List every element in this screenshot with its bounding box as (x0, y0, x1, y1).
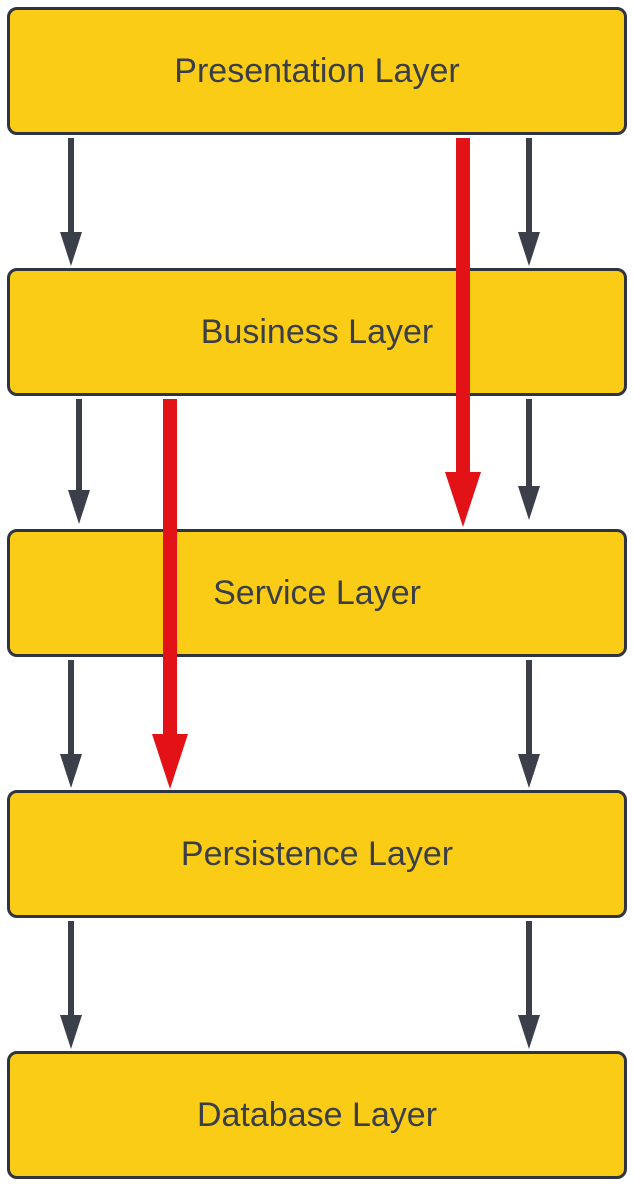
arrow-persistence-to-database-left (60, 921, 82, 1049)
service-layer-label: Service Layer (213, 573, 421, 612)
persistence-layer-label: Persistence Layer (180, 834, 454, 873)
presentation-layer-box: Presentation Layer (7, 7, 627, 135)
arrow-business-to-service-right (518, 399, 540, 520)
arrow-service-to-persistence-right (518, 660, 540, 788)
service-layer-box: Service Layer (7, 529, 627, 657)
arrow-service-to-persistence-left (60, 660, 82, 788)
presentation-layer-label: Presentation Layer (174, 51, 460, 90)
database-layer-box: Database Layer (7, 1051, 627, 1179)
arrow-business-to-service-left (68, 399, 90, 524)
arrow-persistence-to-database-right (518, 921, 540, 1049)
business-layer-label: Business Layer (200, 312, 434, 351)
database-layer-label: Database Layer (196, 1095, 438, 1134)
business-layer-box: Business Layer (7, 268, 627, 396)
arrow-presentation-to-business-left (60, 138, 82, 266)
arrow-presentation-to-business-right (518, 138, 540, 266)
persistence-layer-box: Persistence Layer (7, 790, 627, 918)
